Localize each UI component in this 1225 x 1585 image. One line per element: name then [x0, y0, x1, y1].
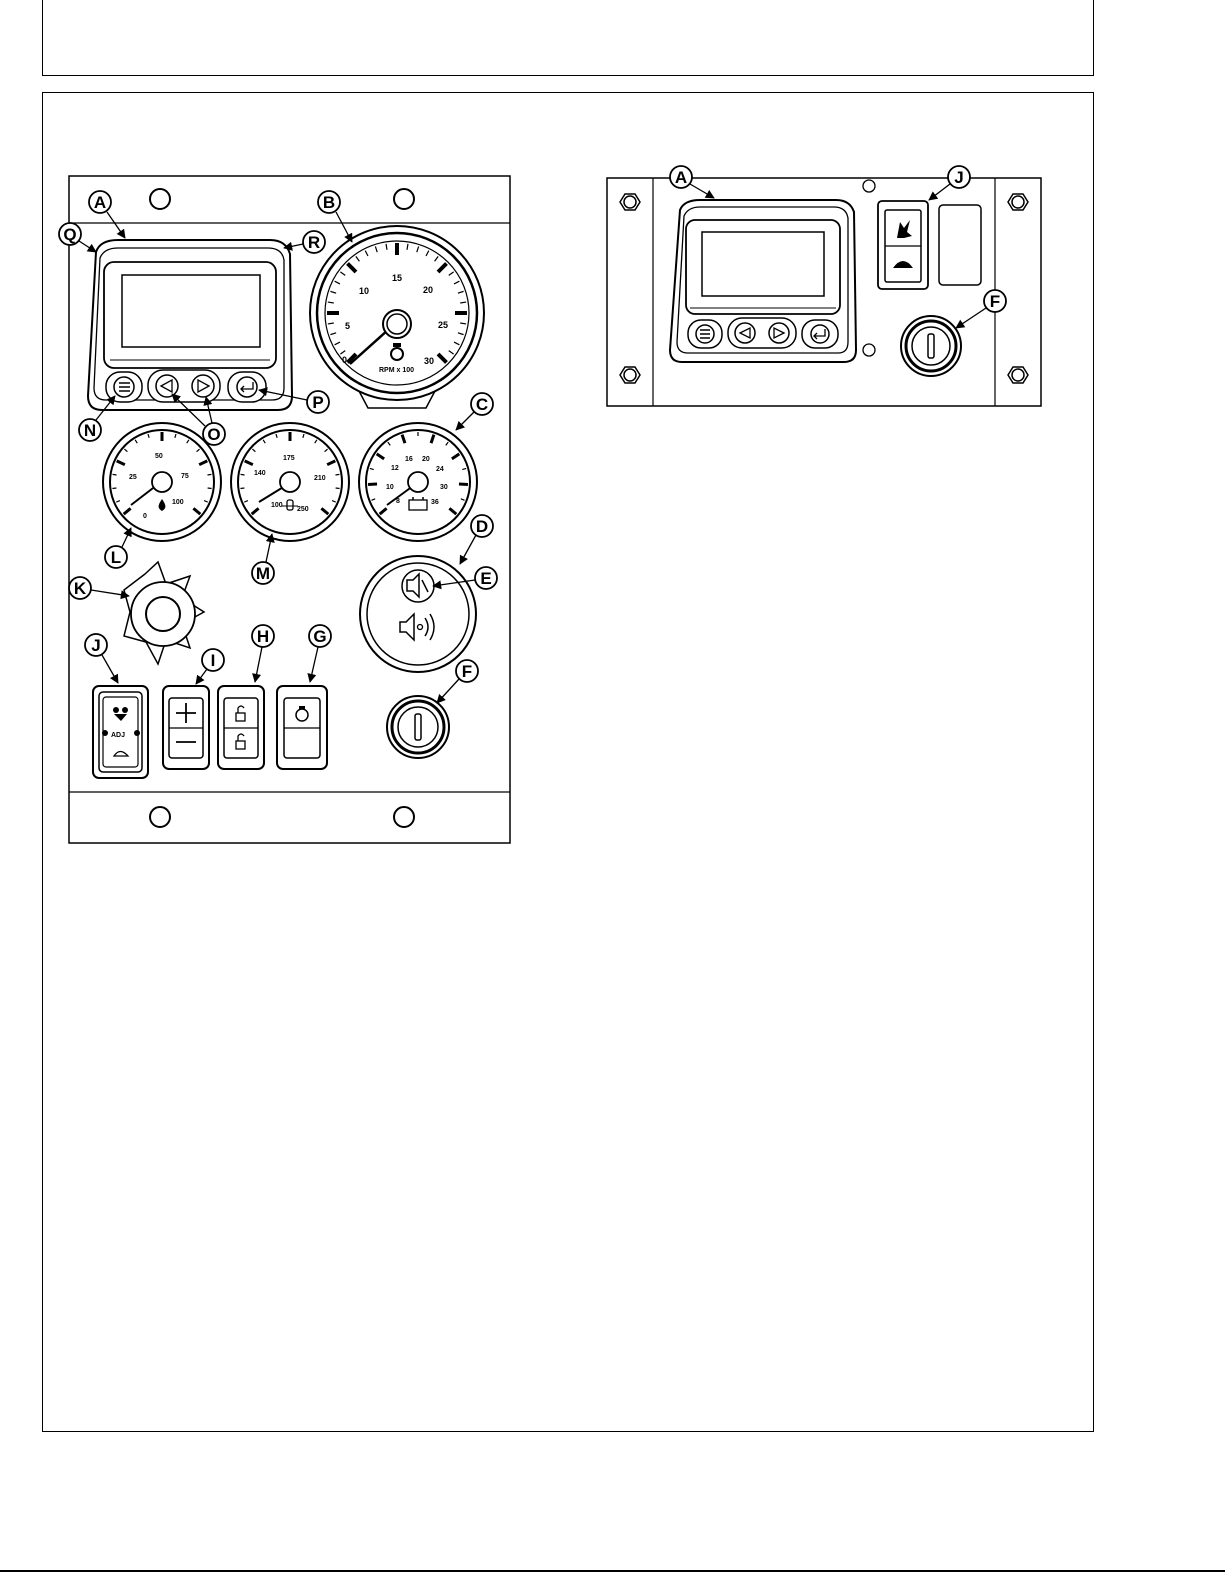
gauge-c-tick: 10	[386, 484, 394, 491]
svg-text:C: C	[476, 395, 488, 414]
tach-tick-label: 15	[392, 273, 402, 283]
gauge-l-tick: 50	[155, 453, 163, 460]
gauge-m: 100 140 175 210 250	[231, 423, 349, 541]
mounting-hole	[863, 344, 875, 356]
tach-tick-label: 30	[424, 356, 434, 366]
gauge-c: 8 10 12 16 20 24 30 36	[359, 423, 477, 541]
gauge-l-tick: 25	[129, 474, 137, 481]
key-slot-icon	[928, 334, 934, 358]
svg-text:G: G	[313, 627, 326, 646]
svg-text:Q: Q	[63, 225, 76, 244]
gauge-m-tick: 100	[271, 502, 283, 509]
enter-button[interactable]	[811, 325, 829, 343]
right-panel	[607, 178, 1041, 406]
svg-text:N: N	[84, 421, 96, 440]
svg-text:I: I	[211, 651, 216, 670]
gauge-minor-tick	[113, 474, 117, 475]
svg-text:L: L	[111, 548, 121, 567]
gauge-c-tick: 24	[436, 466, 444, 473]
display-module	[88, 240, 292, 410]
gauge-minor-tick	[208, 488, 212, 489]
gauge-m-tick: 210	[314, 475, 326, 482]
svg-text:E: E	[480, 569, 491, 588]
svg-text:R: R	[308, 233, 320, 252]
bolt	[620, 194, 640, 210]
gauge-minor-tick	[240, 488, 244, 489]
gauge-l-tick: 100	[172, 499, 184, 506]
mounting-hole	[150, 189, 170, 209]
display-screen	[122, 275, 260, 347]
gauge-l-tick: 0	[143, 513, 147, 520]
display-screen	[702, 232, 824, 296]
gauge-minor-tick	[336, 488, 340, 489]
mounting-hole	[394, 189, 414, 209]
gauge-c-tick: 30	[440, 484, 448, 491]
gauge-minor-tick	[207, 474, 211, 475]
gauge-l: 0 25 50 75 100	[103, 423, 221, 541]
gauge-minor-tick	[335, 474, 339, 475]
gauge-minor-tick	[112, 488, 116, 489]
bolt	[1008, 194, 1028, 210]
mounting-hole	[863, 180, 875, 192]
svg-text:P: P	[312, 393, 323, 412]
svg-text:H: H	[257, 627, 269, 646]
svg-text:K: K	[74, 579, 87, 598]
bolt	[620, 367, 640, 383]
left-arrow-button[interactable]	[735, 323, 755, 343]
svg-text:A: A	[94, 193, 106, 212]
svg-text:O: O	[207, 425, 220, 444]
svg-text:D: D	[476, 517, 488, 536]
display-module-right	[670, 200, 856, 362]
svg-text:F: F	[462, 662, 472, 681]
svg-text:A: A	[675, 168, 687, 187]
tach-tick-label: 25	[438, 320, 448, 330]
gauge-c-tick: 36	[431, 499, 439, 506]
svg-text:B: B	[323, 193, 335, 212]
gauge-l-tick: 75	[181, 473, 189, 480]
gauge-c-tick: 20	[422, 456, 430, 463]
enter-button[interactable]	[237, 377, 257, 397]
increment-decrement-switch[interactable]	[163, 686, 209, 769]
key-switch-right[interactable]	[901, 316, 961, 376]
blank-plug	[939, 205, 981, 285]
alarm-switch[interactable]	[360, 556, 476, 672]
tach-tick-label: 5	[345, 321, 350, 331]
speed-switch-right[interactable]	[878, 201, 928, 289]
svg-text:J: J	[954, 168, 963, 187]
gauge-m-tick: 175	[283, 455, 295, 462]
adj-label: ADJ	[111, 732, 125, 739]
mounting-hole	[150, 807, 170, 827]
tach-tick-label: 10	[359, 286, 369, 296]
tach-tick-label: 20	[423, 285, 433, 295]
tach-tick-label: 0	[342, 355, 347, 365]
gauge-m-tick: 140	[254, 470, 266, 477]
lock-switch[interactable]	[218, 686, 264, 769]
speed-adjust-switch[interactable]: ADJ	[93, 686, 148, 778]
gauge-m-tick: 250	[297, 506, 309, 513]
left-panel: 0 5 10 15 20 25 30 RPM x 100 0 25 50	[69, 176, 510, 843]
svg-text:M: M	[256, 564, 270, 583]
gauge-c-tick: 16	[405, 456, 413, 463]
mounting-hole	[394, 807, 414, 827]
bolt	[1008, 367, 1028, 383]
svg-text:J: J	[91, 636, 100, 655]
key-switch[interactable]	[387, 696, 449, 758]
svg-text:F: F	[990, 292, 1000, 311]
left-arrow-button[interactable]	[156, 375, 178, 397]
gauge-c-tick: 12	[391, 465, 399, 472]
key-slot-icon	[415, 714, 421, 740]
gauge-minor-tick	[241, 474, 245, 475]
tach-unit-label: RPM x 100	[379, 367, 414, 374]
engine-switch[interactable]	[277, 686, 327, 769]
right-arrow-button[interactable]	[192, 375, 214, 397]
right-arrow-button[interactable]	[769, 323, 789, 343]
